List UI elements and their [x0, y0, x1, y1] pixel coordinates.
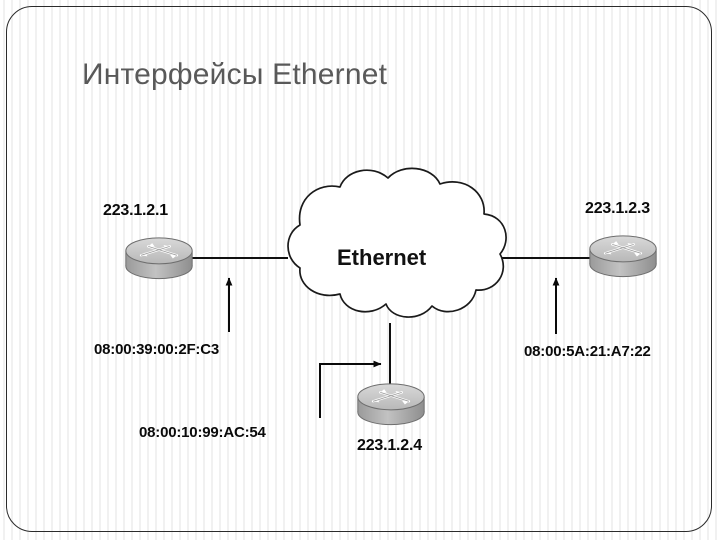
router-right-mac-label: 08:00:5A:21:A7:22 — [524, 343, 651, 360]
router-left-ip-label: 223.1.2.1 — [103, 202, 168, 219]
arrow-bottom-mac — [319, 360, 382, 418]
page-title: Интерфейсы Ethernet — [82, 58, 388, 91]
router-right-icon — [588, 234, 658, 278]
router-left-icon — [124, 236, 194, 280]
router-bottom-ip-label: 223.1.2.4 — [357, 437, 422, 454]
router-left-mac-label: 08:00:39:00:2F:C3 — [94, 341, 219, 358]
router-bottom-mac-label: 08:00:10:99:AC:54 — [139, 424, 266, 441]
cloud-label: Ethernet — [337, 245, 427, 270]
router-bottom-icon — [356, 382, 426, 426]
router-right-ip-label: 223.1.2.3 — [585, 200, 650, 217]
ethernet-cloud — [287, 167, 507, 318]
